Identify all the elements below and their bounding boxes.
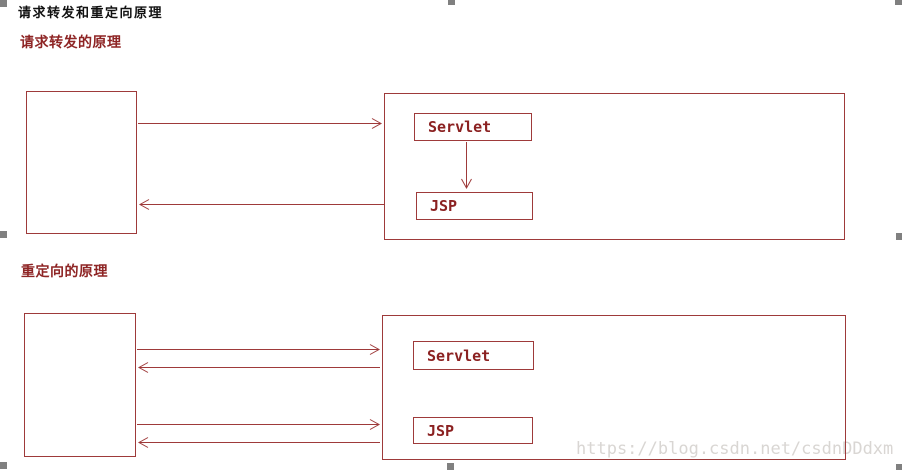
selection-handle-top-center[interactable] (448, 0, 455, 5)
forward-jsp-box: JSP (416, 192, 533, 220)
selection-handle-top-left[interactable] (0, 0, 7, 7)
redirect-servlet-box: Servlet (413, 341, 534, 370)
selection-handle-bottom-center[interactable] (447, 463, 454, 470)
redirect-jsp-box: JSP (413, 417, 533, 444)
selection-handle-bottom-right[interactable] (896, 464, 902, 470)
forward-servlet-box: Servlet (414, 113, 532, 141)
redirect-section-heading: 重定向的原理 (21, 263, 108, 279)
selection-handle-middle-left[interactable] (0, 231, 7, 238)
selection-handle-bottom-left[interactable] (0, 462, 7, 469)
forward-client-box (26, 91, 137, 234)
page-title: 请求转发和重定向原理 (18, 5, 164, 20)
redirect-client-box (24, 313, 136, 457)
selection-handle-middle-right[interactable] (896, 233, 902, 240)
forward-section-heading: 请求转发的原理 (20, 34, 122, 50)
forward-server-container-box (384, 93, 845, 240)
redirect-server-container-box (382, 315, 846, 460)
watermark-text: https://blog.csdn.net/csdnDDdxm (576, 439, 894, 459)
selection-handle-top-right[interactable] (895, 0, 902, 5)
